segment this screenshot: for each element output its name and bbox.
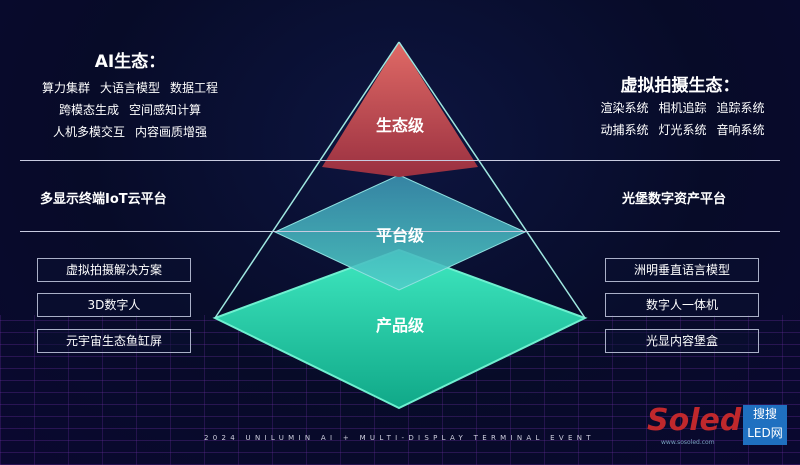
ai-item: 数据工程 <box>170 81 219 95</box>
left-product-box: 虚拟拍摄解决方案 <box>37 258 191 282</box>
product-level-diamond <box>212 248 588 410</box>
ai-item: 内容画质增强 <box>135 125 208 139</box>
ai-ecology-title: AI生态： <box>94 52 166 72</box>
ecology-level-label: 生态级 <box>375 116 425 135</box>
ai-item: 算力集群 <box>41 81 90 95</box>
left-product-box: 元宇宙生态鱼缸屏 <box>37 329 191 353</box>
divider-top <box>20 160 780 161</box>
watermark-url: www.sosoled.com <box>661 439 715 446</box>
left-platform-label: 多显示终端IoT云平台 <box>40 192 167 207</box>
divider-bottom <box>20 231 780 232</box>
virtual-production-list: 渲染系统相机追踪追踪系统 动捕系统灯光系统音响系统 <box>585 97 780 141</box>
vp-item: 动捕系统 <box>600 123 649 137</box>
right-product-box: 光显内容堡盒 <box>605 329 759 353</box>
watermark-cn: 搜搜 <box>752 407 777 421</box>
watermark-led: LED网 <box>747 426 783 440</box>
vp-item: 音响系统 <box>716 123 765 137</box>
watermark-badge: 搜搜 LED网 <box>743 405 787 445</box>
ai-item: 跨模态生成 <box>58 103 119 117</box>
watermark-brand: Soled <box>647 403 742 438</box>
right-platform-label: 光堡数字资产平台 <box>622 192 727 207</box>
platform-level-label: 平台级 <box>375 226 425 245</box>
platform-level-diamond <box>273 174 527 291</box>
ai-item: 大语言模型 <box>99 81 160 95</box>
event-footer: 2024 UNILUMIN AI + MULTI-DISPLAY TERMINA… <box>204 434 595 442</box>
vp-item: 追踪系统 <box>716 101 765 115</box>
vp-item: 相机追踪 <box>658 101 707 115</box>
virtual-production-title: 虚拟拍摄生态： <box>620 76 740 96</box>
right-product-box: 数字人一体机 <box>605 293 759 317</box>
ai-item: 人机多模交互 <box>52 125 125 139</box>
vp-item: 渲染系统 <box>600 101 649 115</box>
ai-item: 空间感知计算 <box>129 103 202 117</box>
right-product-box: 洲明垂直语言模型 <box>605 258 759 282</box>
watermark-logo: Soled 搜搜 LED网 www.sosoled.com <box>647 403 787 449</box>
ai-ecology-list: 算力集群大语言模型数据工程 跨模态生成空间感知计算 人机多模交互内容画质增强 <box>20 77 240 143</box>
ecology-level-triangle <box>322 42 478 177</box>
left-product-box: 3D数字人 <box>37 293 191 317</box>
vp-item: 灯光系统 <box>658 123 707 137</box>
product-level-label: 产品级 <box>375 316 425 335</box>
